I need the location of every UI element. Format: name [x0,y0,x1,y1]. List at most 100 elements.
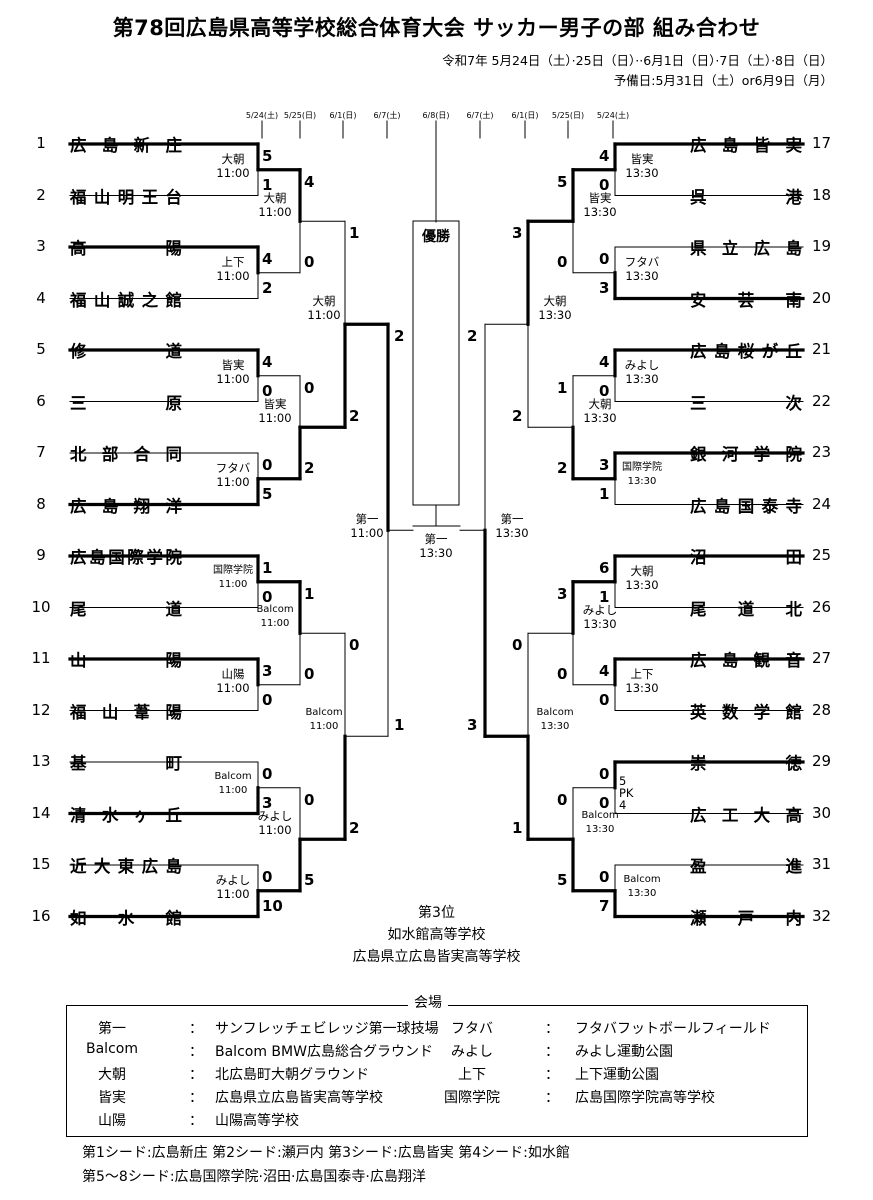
team-name: 広島皆実 [690,132,802,156]
match-venue-venue: 大朝 [312,294,336,309]
score: 0 [599,868,610,886]
team-name-char: 丘 [165,805,182,825]
round-date: 6/1(日) [329,111,357,120]
match-venue-time: 11:00 [216,475,250,489]
legend-colon: ： [189,1067,203,1083]
match-venue-venue: 第一 [355,512,379,527]
third-place-label: 第3位 [418,905,455,921]
match-venue-time: 13:30 [625,166,659,180]
match-venue-time: 13:30 [583,411,617,426]
team-name-char: 広 [690,136,707,155]
score: 10 [262,896,283,915]
team-name: 尾道北 [690,596,802,620]
team-name-char: 大 [93,857,111,876]
match-venue-time: 13:30 [625,372,659,386]
team-name-char: 翔 [133,496,151,516]
team-name-char: 広 [70,136,87,155]
team-name-char: 皆 [753,136,771,155]
round-date: 6/1(日) [511,111,539,120]
match-venue-venue: 第一 [500,512,524,527]
score: 4 [304,172,315,191]
seed-number: 18 [812,185,832,204]
team-name-char: 水 [101,805,119,825]
score: 0 [262,690,273,709]
score: 2 [467,327,478,346]
team-name-char: 高 [70,239,87,258]
round-date: 5/25(日) [551,111,585,120]
score: 2 [557,458,568,477]
match-venue-time: 11:00 [216,372,250,386]
score: 7 [599,896,610,915]
team-name-char: 道 [165,342,183,361]
team-name-char: 国 [108,548,125,567]
round-date: 6/7(土) [373,111,401,120]
team-name-char: ヶ [133,805,151,825]
seed-number: 12 [31,700,51,719]
team-name-char: 広 [70,496,87,516]
team-name: 尾道 [70,596,182,620]
legend-key: Balcom [86,1041,138,1057]
team-name-char: 広 [70,548,87,567]
team-name-char: 北 [70,445,87,464]
team-name-char: 水 [117,908,135,928]
legend-key: 山陽 [98,1113,126,1129]
team-name: 三次 [690,390,802,414]
match-venue-venue: 山陽 [221,667,245,681]
score: 4 [599,662,610,680]
match-venue-venue: 皆実 [263,397,287,412]
team-name-char: 盈 [690,857,707,876]
team-name-char: 町 [165,754,183,773]
legend-key: 第一 [98,1021,126,1037]
team-name-char: 之 [141,290,159,310]
score: 4 [262,250,273,268]
score: 1 [394,716,405,735]
match-venue-venue: みよし [582,603,618,618]
team-name: 呉港 [690,184,802,208]
seed-number: 11 [31,649,51,667]
team-name-char: 実 [785,136,802,155]
team-name-char: 広 [690,651,707,670]
seed-number: 28 [812,700,832,719]
team-name: 広島国際学院 [70,544,182,568]
match-venue-venue: フタバ [624,255,660,269]
score: 0 [262,868,273,886]
team-name: 広島観音 [690,647,802,671]
score: 1 [262,559,273,577]
team-name-char: 三 [690,393,707,413]
score: 5 [262,484,273,503]
score: 0 [599,793,610,812]
team-name: 広島翔洋 [70,493,182,517]
legend-key: 国際学院 [444,1090,500,1106]
team-name: 英数学館 [690,699,802,723]
seed-number: 13 [31,752,51,770]
team-name-char: 瀬 [690,908,707,928]
legend-colon: ： [545,1090,559,1106]
match-venue-time: 11:00 [258,823,292,838]
team-name-char: 基 [70,754,87,773]
score: 4 [599,353,610,371]
final-venue-venue: 第一 [424,532,448,546]
score: 2 [394,327,405,346]
score: 0 [304,378,315,397]
legend-key: 大朝 [98,1067,126,1083]
match-venue-venue: Balcom [305,707,343,719]
score: 0 [599,250,610,268]
final-venue-time: 13:30 [419,546,453,560]
pk-score: 5 [619,773,627,788]
team-name: 沼田 [690,544,802,568]
match-venue-time: 11:00 [258,205,292,220]
seed-number: 31 [812,855,832,873]
team-name-char: 陽 [165,651,183,670]
score: 0 [599,381,610,400]
score: 4 [599,147,610,165]
team-name: 清水ヶ丘 [70,802,182,826]
